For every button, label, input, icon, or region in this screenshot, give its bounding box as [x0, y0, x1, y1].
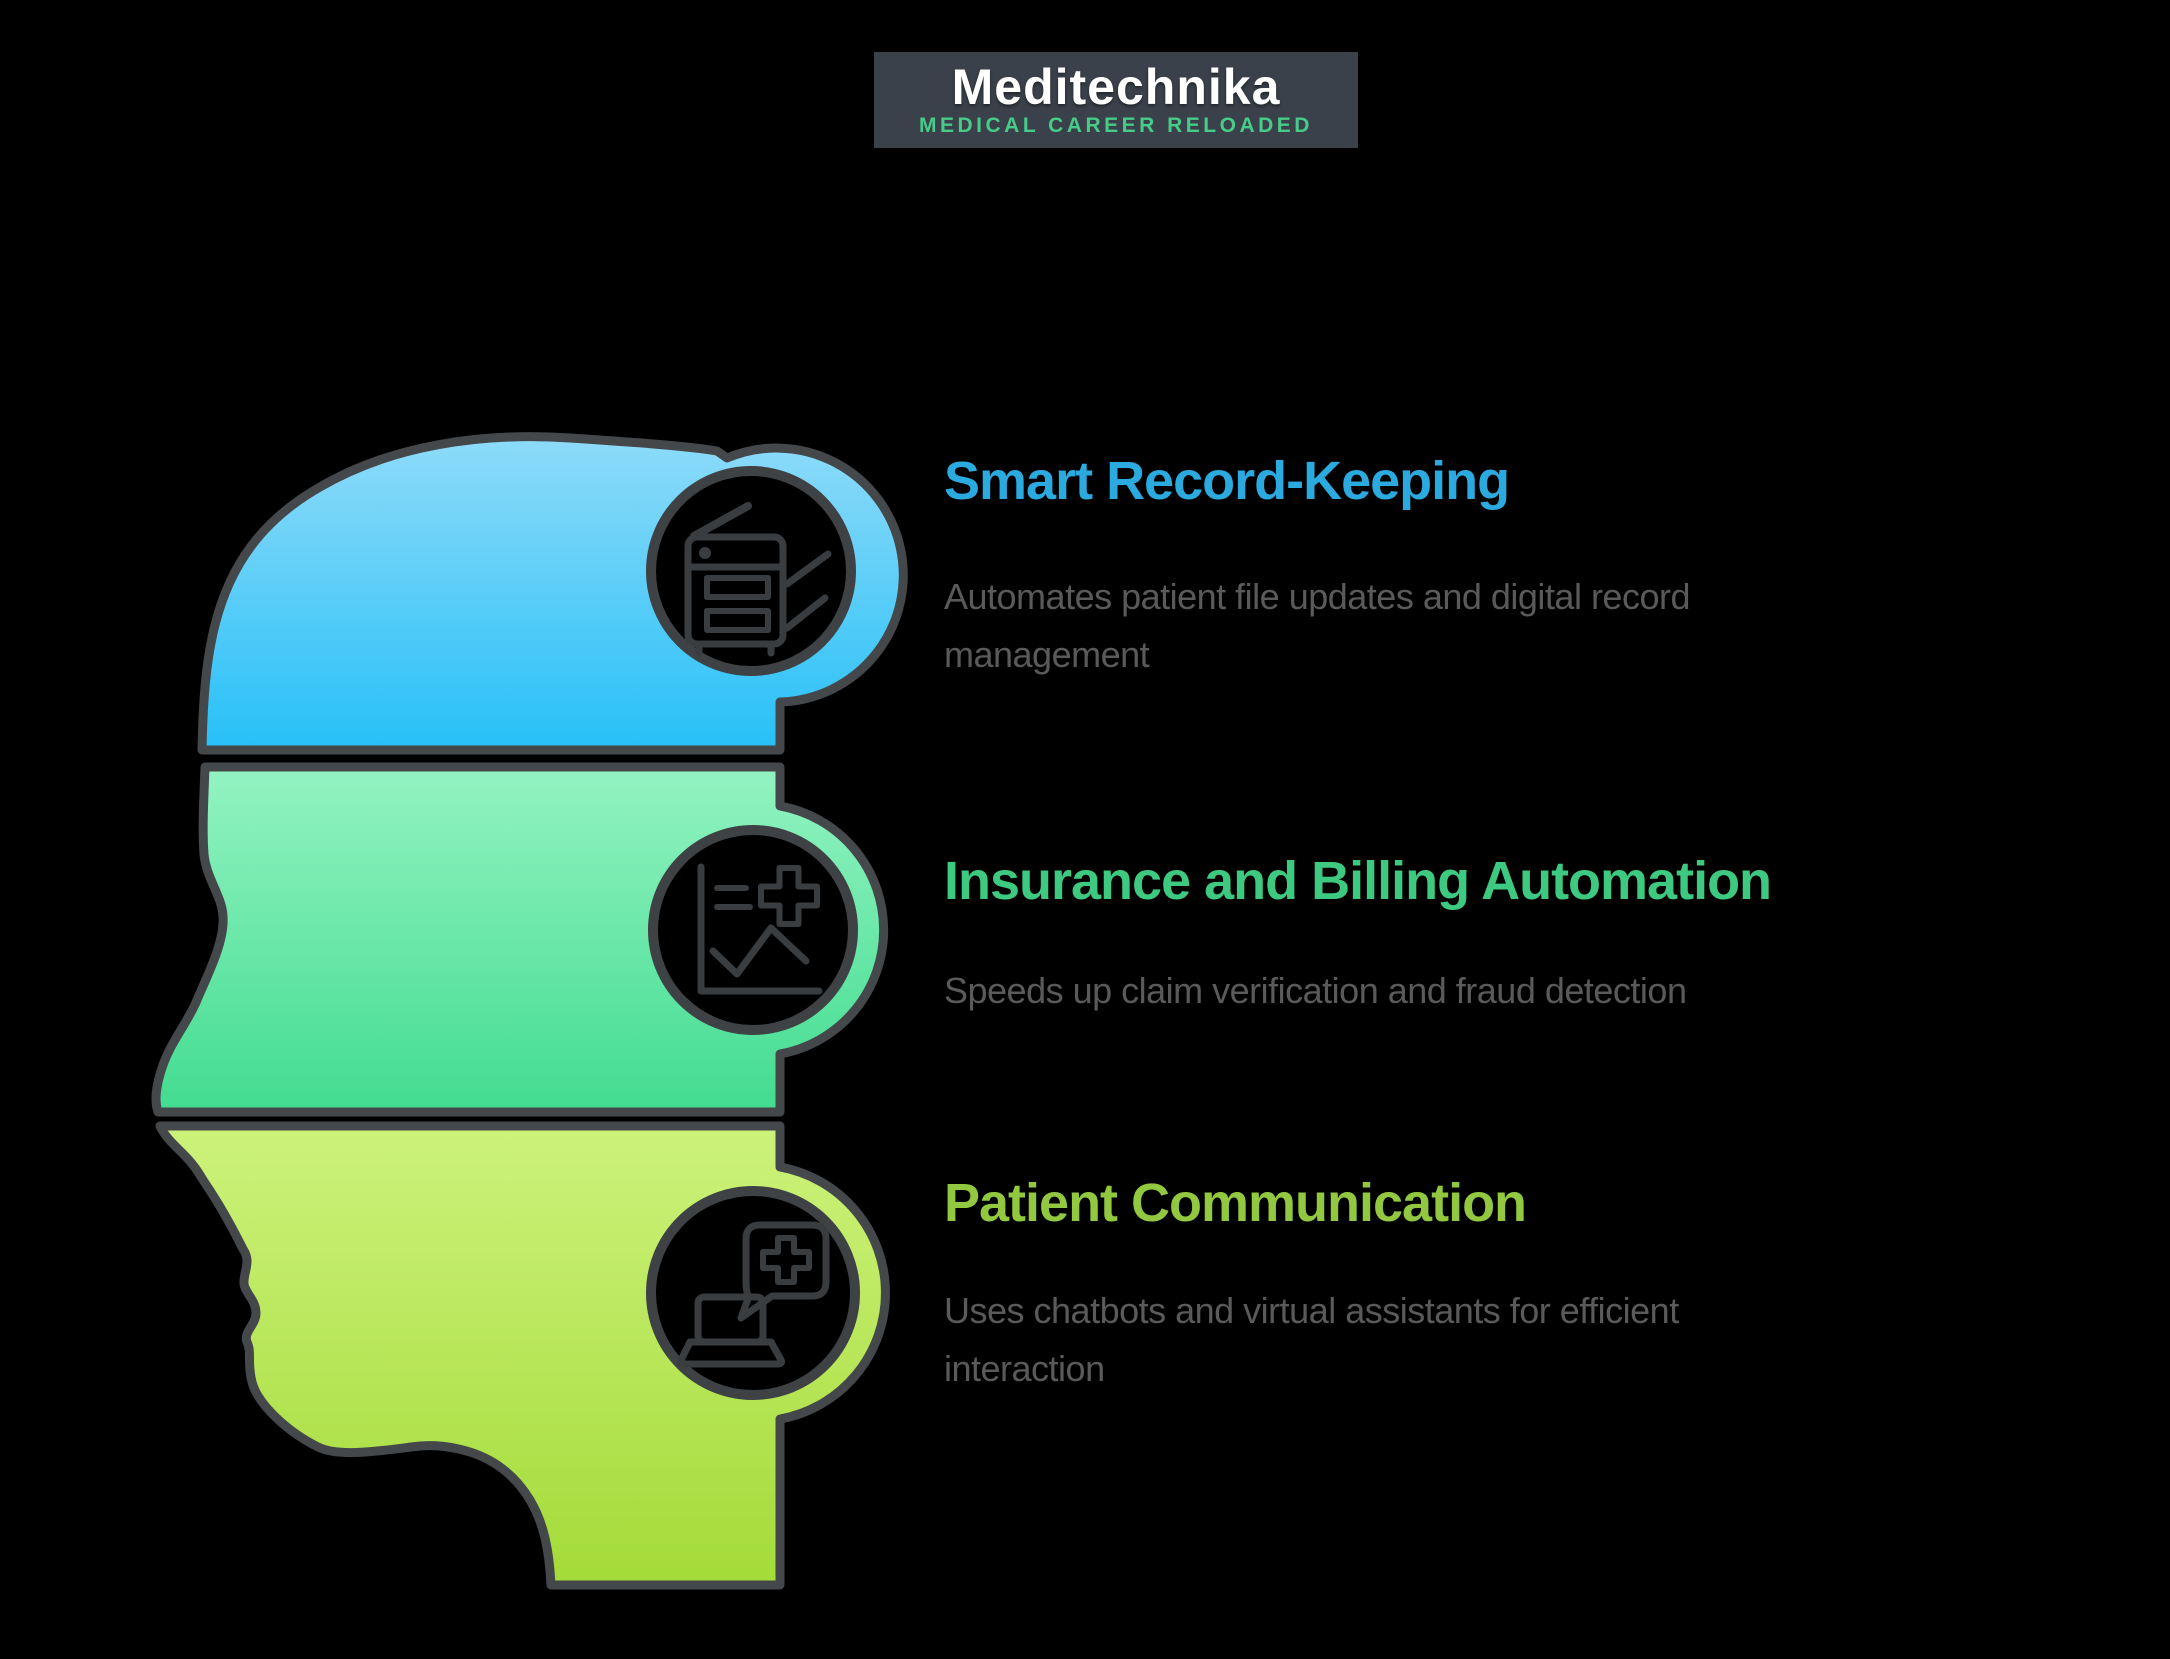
item-title-communication: Patient Communication [944, 1173, 1527, 1233]
item-description-communication: Uses chatbots and virtual assistants for… [944, 1290, 1679, 1389]
photocopier-icon [684, 502, 832, 657]
item-description-record-keeping: Automates patient file updates and digit… [944, 576, 1690, 675]
medical-chart-icon [697, 863, 823, 995]
logo-title: Meditechnika [951, 59, 1281, 115]
icon-circle-billing [648, 825, 858, 1035]
item-description-billing: Speeds up claim verification and fraud d… [944, 970, 1687, 1011]
logo-subtitle: MEDICAL CAREER RELOADED [919, 114, 1313, 137]
logo-badge: Meditechnika MEDICAL CAREER RELOADED [874, 52, 1358, 148]
item-title-record-keeping: Smart Record-Keeping [944, 451, 1510, 511]
chatbot-laptop-icon [676, 1221, 830, 1368]
item-title-billing: Insurance and Billing Automation [944, 851, 1772, 911]
